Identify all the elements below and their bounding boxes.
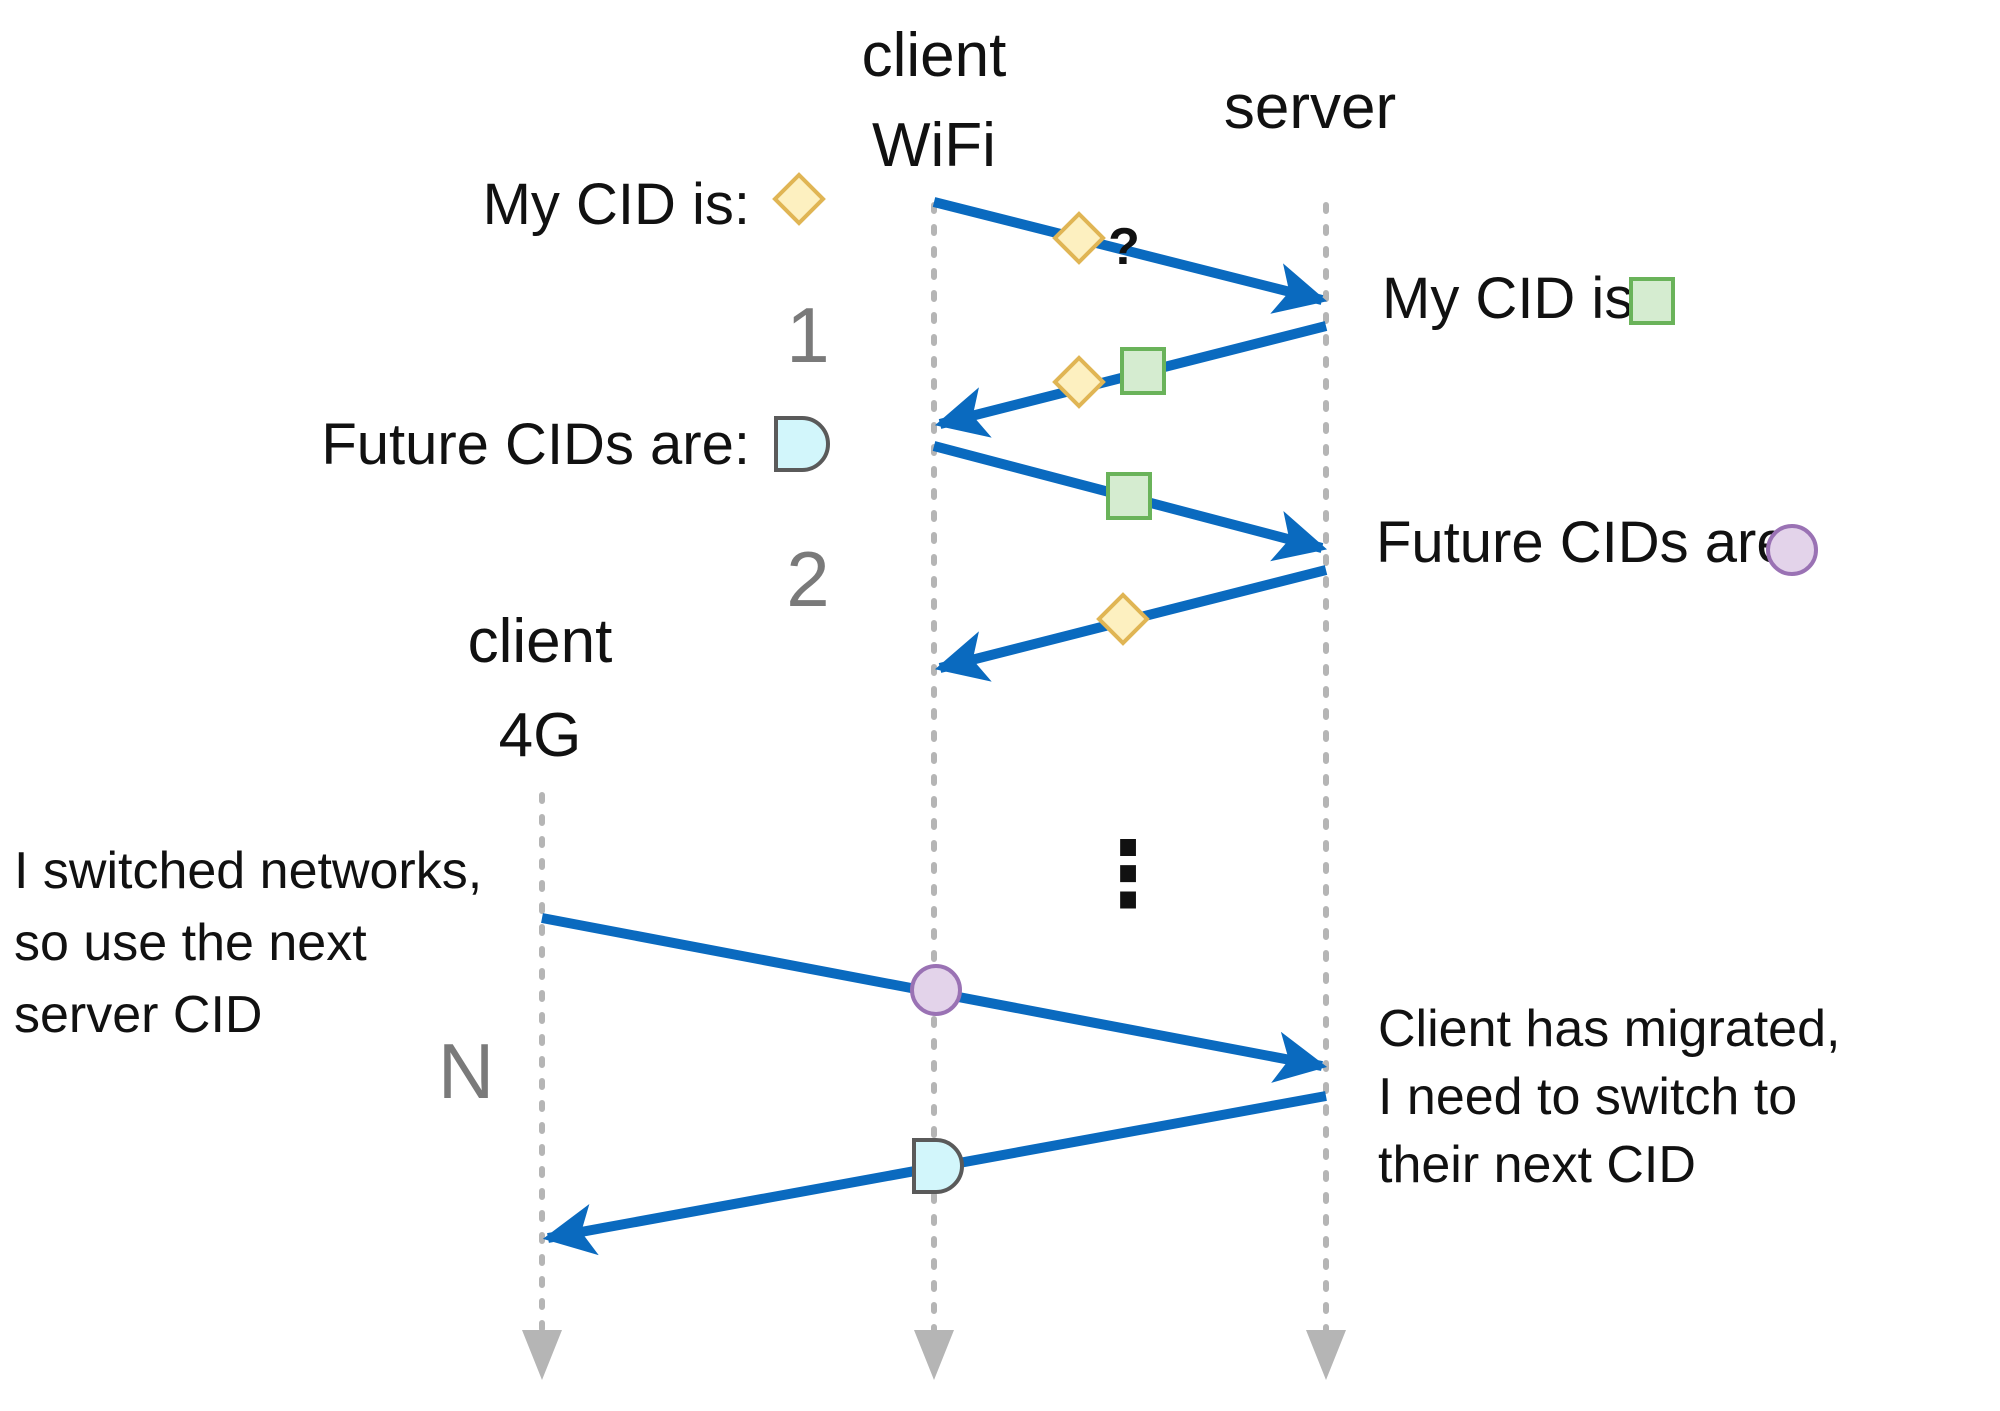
square-cid-icon [1629,277,1675,325]
step-number-n: N [438,1027,494,1115]
d-shape-cid-icon [774,416,830,472]
lifeline-client-4g-end-arrow [522,1330,562,1380]
header-server: server [1224,73,1396,142]
header-client-wifi-line1: client [862,21,1007,90]
lifelines [522,202,1346,1380]
server-migrate-note: Client has migrated, I need to switch to… [1378,1000,1840,1194]
server-migrate-note-line2: I need to switch to [1378,1068,1797,1126]
arrow2-square-cid-icon [1120,347,1166,395]
arrow3-square-cid-icon [1106,472,1152,520]
client-switch-note: I switched networks, so use the next ser… [14,842,482,1044]
arrow5-circle-cid-icon [910,964,962,1016]
diamond-cid-icon [772,172,826,226]
unknown-server-cid-mark: ? [1108,218,1140,276]
arrow-1-client-to-server [932,197,1328,314]
arrow2-diamond-cid-icon [1052,355,1106,409]
circle-cid-icon [1766,524,1818,576]
server-migrate-note-line1: Client has migrated, [1378,1000,1840,1058]
server-future-cids-label: Future CIDs are: [1376,510,1805,575]
server-my-cid-label: My CID is: [1382,266,1649,331]
arrow1-diamond-cid-icon [1052,211,1106,265]
lifeline-client-wifi-end-arrow [914,1330,954,1380]
server-migrate-note-line3: their next CID [1378,1136,1696,1194]
arrow6-d-shape-cid-icon [912,1138,964,1194]
client-switch-note-line2: so use the next [14,914,367,972]
arrow4-diamond-cid-icon [1096,592,1150,646]
client-my-cid-label: My CID is: [483,172,750,237]
step-number-1: 1 [786,291,829,379]
client-switch-note-line3: server CID [14,986,262,1044]
client-switch-note-line1: I switched networks, [14,842,482,900]
ellipsis-more-exchanges: ⋮ [1083,825,1173,925]
header-client-wifi-line2: WiFi [872,111,996,180]
header-client-4g-line2: 4G [499,701,582,770]
step-number-2: 2 [786,535,829,623]
client-future-cids-label: Future CIDs are: [321,412,750,477]
lifeline-server-end-arrow [1306,1330,1346,1380]
header-client-4g-line1: client [468,607,613,676]
